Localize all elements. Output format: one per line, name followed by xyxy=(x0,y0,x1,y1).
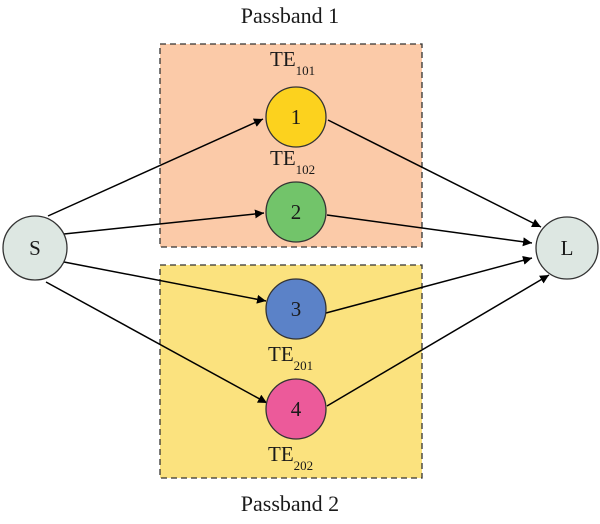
mode-label-te202: TE202 xyxy=(268,442,313,473)
passband-1-title: Passband 1 xyxy=(241,3,339,28)
node-load: L xyxy=(535,216,599,280)
node-resonator-3: 3 xyxy=(265,278,327,340)
mode-label-te102-sub: 102 xyxy=(296,162,316,177)
node-resonator-1-circle xyxy=(265,86,327,148)
node-source-circle xyxy=(2,215,68,281)
mode-label-te101-sub: 101 xyxy=(296,63,316,78)
passband-2-title: Passband 2 xyxy=(241,491,339,516)
mode-label-te102-main: TE xyxy=(270,146,296,170)
node-load-label: L xyxy=(561,236,574,260)
mode-label-te201-sub: 201 xyxy=(294,358,314,373)
node-resonator-4: 4 xyxy=(265,378,327,440)
node-source-label: S xyxy=(29,236,41,260)
node-resonator-2: 2 xyxy=(265,181,327,243)
node-resonator-3-circle xyxy=(265,278,327,340)
mode-label-te101-main: TE xyxy=(270,47,296,71)
node-source: S xyxy=(2,215,68,281)
edge-s-1 xyxy=(47,118,264,217)
node-load-circle xyxy=(535,216,599,280)
node-resonator-4-circle xyxy=(265,378,327,440)
edge-s-4 xyxy=(45,281,268,404)
edge-1-l xyxy=(327,119,542,228)
edge-2-l xyxy=(326,214,533,247)
mode-label-te201-main: TE xyxy=(268,342,294,366)
mode-label-te101: TE101 xyxy=(270,47,315,78)
mode-label-te202-main: TE xyxy=(268,442,294,466)
mode-label-te202-sub: 202 xyxy=(294,458,314,473)
edge-s-2 xyxy=(63,209,265,235)
mode-label-te102: TE102 xyxy=(270,146,315,177)
edge-4-l xyxy=(326,274,550,407)
edges xyxy=(45,118,550,407)
node-resonator-1-label: 1 xyxy=(291,105,302,129)
node-resonator-2-label: 2 xyxy=(291,200,302,224)
node-resonator-3-label: 3 xyxy=(291,297,302,321)
mode-label-te201: TE201 xyxy=(268,342,313,373)
edge-s-3 xyxy=(63,261,267,304)
node-resonator-1: 1 xyxy=(265,86,327,148)
node-resonator-4-label: 4 xyxy=(291,397,302,421)
edge-3-l xyxy=(325,255,533,314)
node-resonator-2-circle xyxy=(265,181,327,243)
